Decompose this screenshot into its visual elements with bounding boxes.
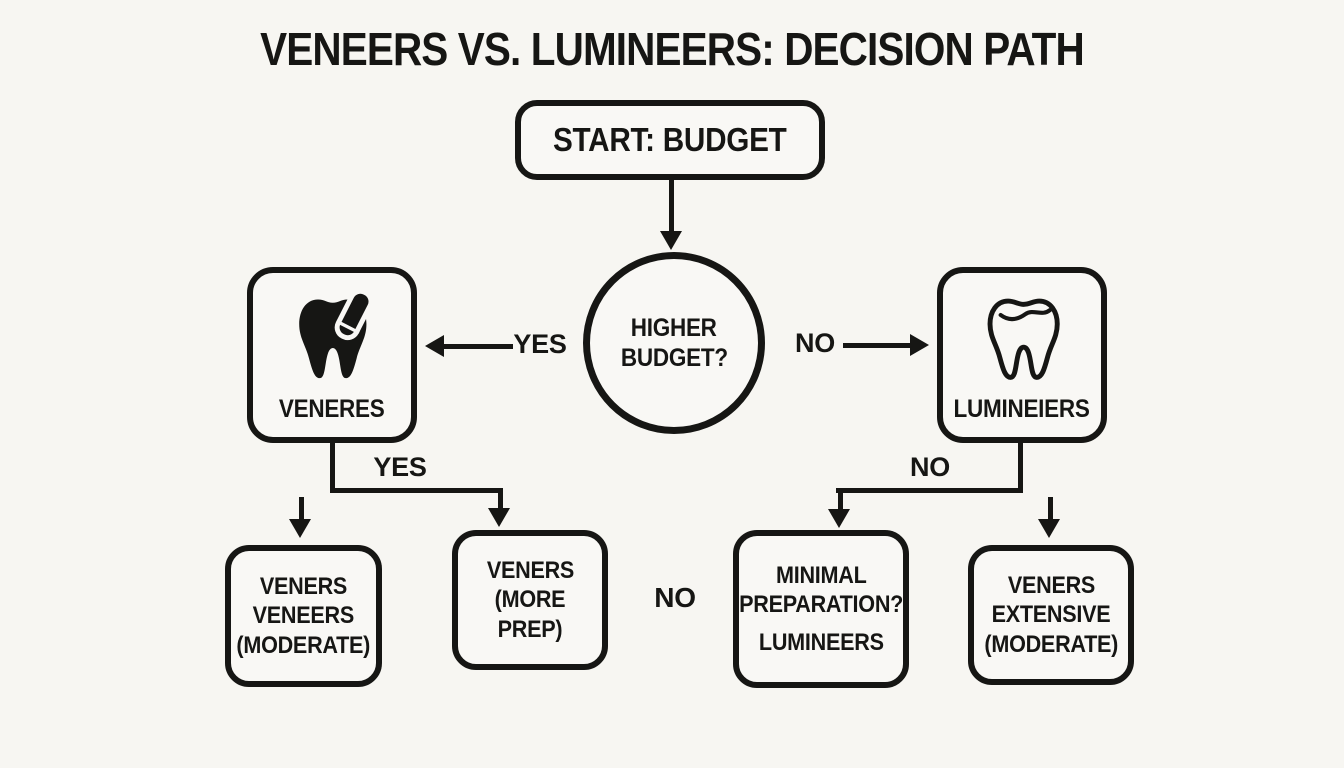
edge-label-no-right: NO xyxy=(795,328,835,358)
edge-label-yes-left: YES xyxy=(513,329,567,359)
outcome-line: (MODERATE) xyxy=(236,631,371,659)
edge-label-yes-branch: YES xyxy=(373,452,427,482)
edge-lumineers-branch-horizontal xyxy=(836,488,1023,493)
outcome-line: PREPARATION? xyxy=(739,590,903,618)
edge-to-outcome-far-left xyxy=(299,497,304,521)
edge-to-outcome-far-right xyxy=(1048,497,1053,521)
lumineers-node: LUMINEIERS xyxy=(937,267,1107,443)
edge-veneers-branch-horizontal xyxy=(330,488,503,493)
page-title: VENEERS VS. LUMINEERS: DECISION PATH xyxy=(260,23,1085,75)
outcome-line: (MORE PREP) xyxy=(494,586,566,643)
veneers-node: VENERES xyxy=(247,267,417,443)
edge-veneers-branch-vertical xyxy=(330,443,335,493)
arrowhead-down-icon xyxy=(828,509,850,528)
arrowhead-down-icon xyxy=(289,519,311,538)
outcome-node-veneers-moderate: VENERS VENEERS (MODERATE) xyxy=(225,545,382,687)
edge-label-no-branch: NO xyxy=(910,452,950,482)
arrowhead-down-icon xyxy=(488,508,510,527)
outcome-node-veneers-extensive-moderate: VENERS EXTENSIVE (MODERATE) xyxy=(968,545,1134,685)
edge-veneers-branch-stub xyxy=(498,491,503,509)
outcome-line: VENERS xyxy=(259,573,348,601)
outcome-line: MINIMAL xyxy=(775,561,867,589)
start-node: START: BUDGET xyxy=(515,100,825,180)
edge-decision-to-veneers xyxy=(443,344,513,349)
outcome-node-minimal-preparation-lumineers: MINIMAL PREPARATION? LUMINEERS xyxy=(733,530,909,688)
veneer-tooth-icon xyxy=(291,290,373,386)
outline-tooth-icon xyxy=(981,290,1063,386)
start-label: START: BUDGET xyxy=(553,120,787,158)
outcome-line: LUMINEERS xyxy=(758,629,884,657)
decision-node: HIGHER BUDGET? xyxy=(583,252,765,434)
edge-start-to-decision xyxy=(669,180,674,232)
outcome-line: (MODERATE) xyxy=(984,630,1118,658)
outcome-line: VENEERS xyxy=(252,602,355,630)
outcome-line: EXTENSIVE xyxy=(991,601,1111,629)
edge-label-no-middle: NO xyxy=(654,582,696,613)
arrowhead-left-icon xyxy=(425,335,444,357)
arrowhead-right-icon xyxy=(910,334,929,356)
lumineers-label: LUMINEIERS xyxy=(953,394,1091,423)
decision-line1: HIGHER xyxy=(631,313,717,342)
edge-lumineers-branch-vertical xyxy=(1018,443,1023,493)
outcome-node-veneers-more-prep: VENERS (MORE PREP) xyxy=(452,530,608,670)
outcome-line: VENERS xyxy=(1007,572,1095,600)
edge-decision-to-lumineers xyxy=(843,343,913,348)
arrowhead-down-icon xyxy=(1038,519,1060,538)
decision-line2: BUDGET? xyxy=(620,344,728,372)
arrowhead-down-icon xyxy=(660,231,682,250)
edge-lumineers-branch-stub xyxy=(838,491,843,509)
outcome-line: VENERS xyxy=(486,557,574,585)
veneers-label: VENERES xyxy=(279,394,385,423)
